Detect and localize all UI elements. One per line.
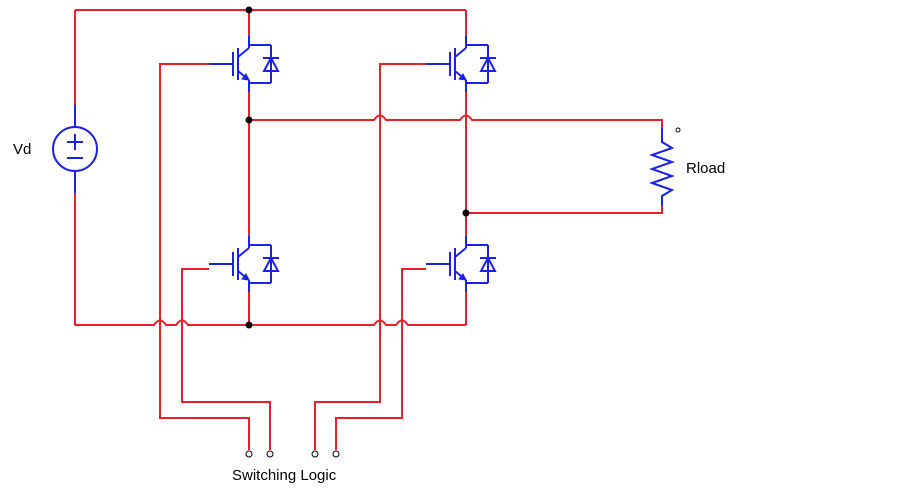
terminal-4: [332, 450, 340, 458]
load-resistor: [648, 127, 681, 206]
junction-node: [245, 6, 253, 14]
gate-wire-upper-left: [159, 63, 250, 450]
terminal-3: [311, 450, 319, 458]
terminal-1: [245, 450, 253, 458]
negative-rail: [75, 319, 466, 326]
junction-node: [462, 209, 470, 217]
switch-lower-right: [425, 235, 497, 293]
output-b-wire: [466, 197, 663, 214]
source-label: Vd: [13, 141, 31, 158]
junction-node: [245, 116, 253, 124]
dc-voltage-source: [52, 10, 98, 325]
switch-upper-right: [425, 35, 497, 93]
switch-lower-left: [208, 235, 280, 293]
gate-wire-upper-right: [314, 63, 426, 450]
control-label: Switching Logic: [232, 467, 337, 484]
junction-node: [245, 321, 253, 329]
terminal-2: [266, 450, 274, 458]
load-label: Rload: [686, 160, 725, 177]
output-a-wire: [249, 114, 663, 136]
switch-upper-left: [208, 35, 280, 93]
gate-wire-lower-right: [335, 268, 426, 450]
gate-wire-lower-left: [181, 268, 271, 450]
